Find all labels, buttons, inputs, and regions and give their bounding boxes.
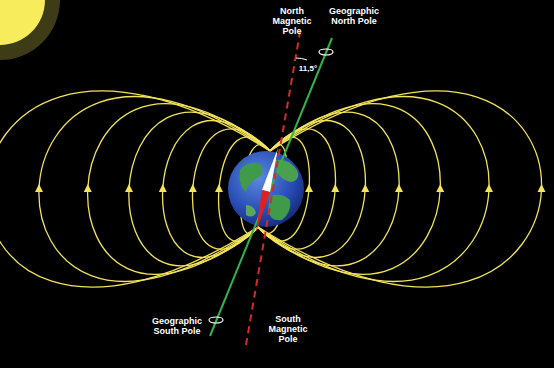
- geographic-axis: [210, 38, 332, 336]
- field-arrow: [189, 184, 197, 192]
- angle-label: 11,5°: [293, 64, 323, 74]
- sun-glow: [0, 0, 60, 60]
- field-arrow: [35, 184, 43, 192]
- angle-arc: [296, 58, 307, 60]
- field-arrow: [84, 184, 92, 192]
- field-arrow: [215, 184, 223, 192]
- field-arrow: [538, 184, 546, 192]
- compass-needle: [256, 148, 278, 232]
- pole-label: Geographic North Pole: [322, 6, 386, 26]
- pole-label: Geographic South Pole: [146, 316, 208, 336]
- rotation-symbol: [209, 49, 333, 323]
- pole-label: South Magnetic Pole: [262, 314, 314, 344]
- field-arrow: [485, 184, 493, 192]
- field-arrow: [159, 184, 167, 192]
- field-arrow: [125, 184, 133, 192]
- field-arrow: [436, 184, 444, 192]
- magnetic-axis: [246, 32, 300, 345]
- field-arrow: [331, 184, 339, 192]
- field-arrow: [361, 184, 369, 192]
- field-arrow: [305, 184, 313, 192]
- pole-label: North Magnetic Pole: [264, 6, 320, 36]
- field-arrow: [395, 184, 403, 192]
